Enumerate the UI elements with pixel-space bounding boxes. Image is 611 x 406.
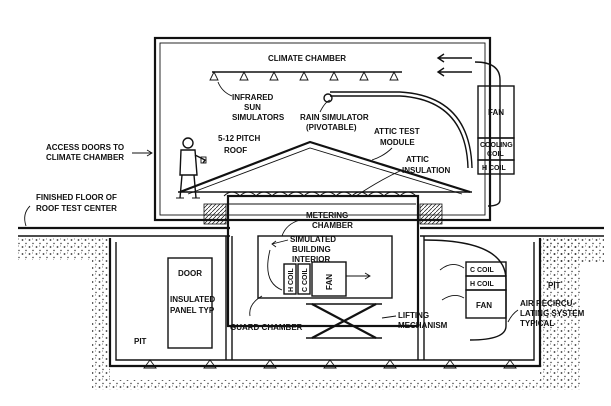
air-label-3: TYPICAL (520, 319, 554, 328)
attic-insulation-label-2: INSULATION (402, 166, 451, 175)
pitch-label-1: 5-12 PITCH (218, 134, 260, 143)
door-label: DOOR (178, 269, 202, 278)
infrared-label-2: SUN (244, 103, 261, 112)
pitch-label-2: ROOF (224, 146, 247, 155)
lifting-label-2: MECHANISM (398, 321, 448, 330)
attic-test-module (203, 194, 443, 328)
metering-chamber: METERING CHAMBER SIMULATED BUILDING INTE… (257, 211, 393, 299)
metering-label-1: METERING (306, 211, 348, 220)
simbuild-label-3: INTERIOR (292, 255, 330, 264)
climate-chamber-label: CLIMATE CHAMBER (268, 54, 346, 63)
air-label-2: LATING SYSTEM (520, 309, 585, 318)
finished-floor-label-1: FINISHED FLOOR OF (36, 193, 117, 202)
cooling-coil-label-2: COIL (487, 151, 504, 158)
pit-air-handler: C COIL H COIL FAN (423, 239, 507, 341)
test-roof (178, 140, 472, 205)
infrared-label-1: INFRARED (232, 93, 274, 102)
attic-insulation-label-1: ATTIC (406, 155, 429, 164)
c-coil-inner-label: C COIL (302, 268, 309, 292)
fan-bottom-label: FAN (476, 301, 492, 310)
finished-floor-label-2: ROOF TEST CENTER (36, 204, 117, 213)
climate-chamber: CLIMATE CHAMBER (153, 36, 492, 222)
access-doors-label-1: ACCESS DOORS TO (46, 143, 124, 152)
cooling-coil-label-1: COOLING (480, 142, 513, 149)
h-coil-bottom-label: H COIL (470, 281, 494, 288)
pit-left-label: PIT (134, 337, 147, 346)
lamp-row (209, 70, 399, 81)
metering-label-2: CHAMBER (312, 221, 353, 230)
insulated-label-2: PANEL TYP (170, 306, 215, 315)
pit-right-label: PIT (548, 281, 561, 290)
rain-label-2: (PIVOTABLE) (306, 123, 357, 132)
h-coil-top-label: H COIL (482, 165, 506, 172)
simbuild-label-2: BUILDING (292, 245, 331, 254)
attic-module-label-1: ATTIC TEST (374, 127, 420, 136)
c-coil-label: C COIL (470, 267, 494, 274)
lifting-label-1: LIFTING (398, 311, 429, 320)
rain-simulator: RAIN SIMULATOR (PIVOTABLE) (300, 91, 473, 169)
h-coil-inner-label: H COIL (288, 268, 295, 292)
person-figure (176, 137, 207, 199)
fan-inner-label: FAN (325, 274, 334, 290)
access-doors-callout: ACCESS DOORS TO CLIMATE CHAMBER (46, 143, 153, 162)
soil-fill (18, 238, 604, 390)
footings (143, 359, 517, 369)
insulated-label-1: INSULATED (170, 295, 215, 304)
infrared-sun-simulators: INFRARED SUN SIMULATORS (209, 70, 402, 122)
rain-label-1: RAIN SIMULATOR (300, 113, 369, 122)
attic-module-label-2: MODULE (380, 138, 415, 147)
lifting-mechanism: LIFTING MECHANISM (306, 303, 448, 339)
roof-test-center-floor: FINISHED FLOOR OF ROOF TEST CENTER (18, 193, 604, 237)
access-doors-label-2: CLIMATE CHAMBER (46, 153, 124, 162)
simbuild-label-1: SIMULATED (290, 235, 336, 244)
guard-chamber-label: GUARD CHAMBER (230, 323, 303, 332)
climate-air-handler: FAN COOLING COIL H COIL (474, 61, 515, 207)
infrared-label-3: SIMULATORS (232, 113, 285, 122)
air-label-1: AIR RECIRCU- (520, 299, 575, 308)
pit-door: DOOR INSULATED PANEL TYP (167, 257, 215, 349)
fan-top-label: FAN (488, 108, 504, 117)
